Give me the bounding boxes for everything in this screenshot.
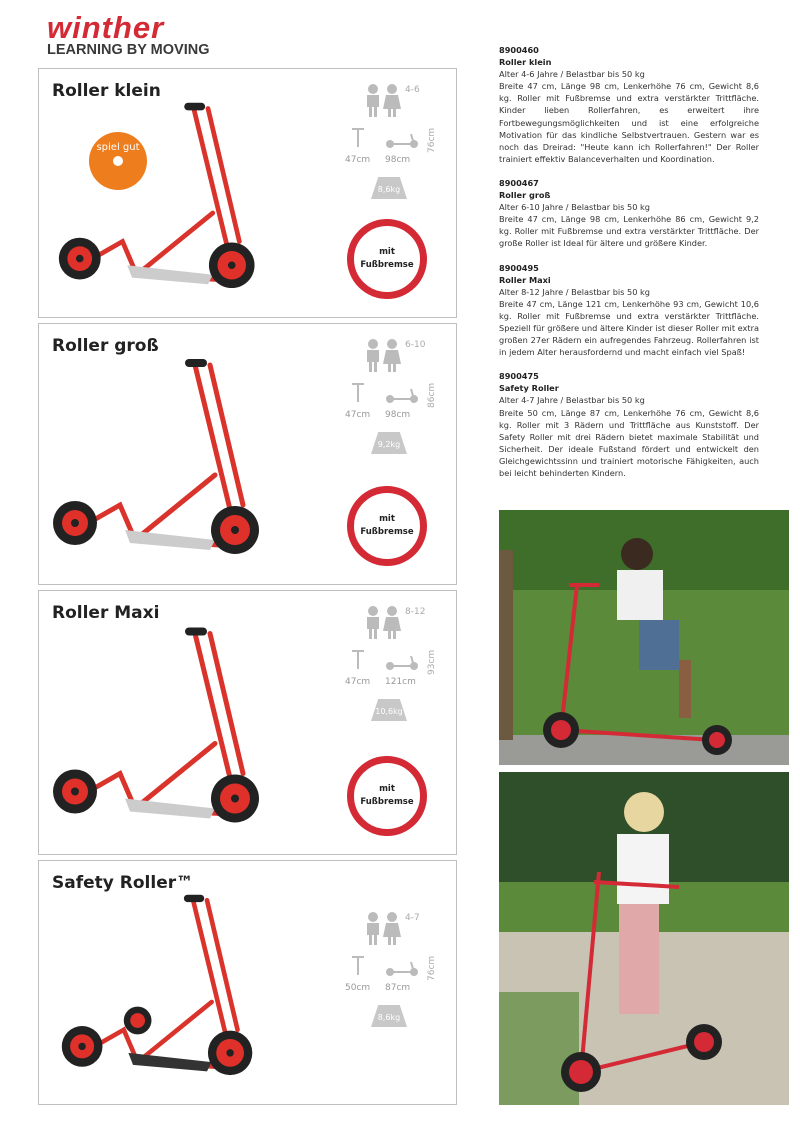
scooter-image xyxy=(58,102,255,289)
product-code: 8900475 xyxy=(499,371,539,382)
children-icon xyxy=(367,84,401,117)
brake-label-2: Fußbremse xyxy=(360,527,414,537)
length-value: 121cm xyxy=(385,677,416,687)
weight-icon: 10,6kg xyxy=(371,699,407,721)
product-code: 8900460 xyxy=(499,45,539,55)
product-panel: Roller Maxi 8-12 47cm 121cm 93cm 10,6kg … xyxy=(38,590,457,855)
product-name: Roller Maxi xyxy=(499,274,551,285)
weight-icon: 8,6kg xyxy=(371,1005,407,1027)
weight-icon: 8,6kg xyxy=(371,177,407,199)
spec-icons: 6-10 47cm 98cm 86cm 9,2kg xyxy=(339,338,449,468)
length-value: 98cm xyxy=(385,155,411,165)
product-panel: Roller groß 6-10 47cm 98cm 86cm 9,2kg mi… xyxy=(38,323,457,585)
product-panel: Roller klein spiel gut 4-6 47cm 98cm 76c… xyxy=(38,68,457,318)
age-range: 6-10 xyxy=(405,340,426,350)
photo-boy-on-scooter xyxy=(499,510,789,765)
length-value: 98cm xyxy=(385,410,411,420)
width-icon xyxy=(352,383,364,402)
product-text: Alter 4-6 Jahre / Belastbar bis 50 kg Br… xyxy=(499,69,759,164)
length-icon xyxy=(386,961,418,976)
children-icon xyxy=(367,606,401,639)
weight-value: 8,6kg xyxy=(377,1013,401,1022)
product-text: Alter 4-7 Jahre / Belastbar bis 50 kg Br… xyxy=(499,395,759,478)
height-value: 76cm xyxy=(427,127,437,153)
product-title: Roller groß xyxy=(52,336,159,356)
product-title: Roller klein xyxy=(52,81,161,101)
length-icon xyxy=(386,133,418,148)
logo-brand: winther xyxy=(47,10,165,45)
width-value: 47cm xyxy=(345,677,371,687)
weight-value: 8,6kg xyxy=(377,185,401,194)
product-name: Safety Roller xyxy=(499,383,559,394)
weight-icon: 9,2kg xyxy=(371,432,407,454)
product-code: 8900495 xyxy=(499,262,539,273)
length-icon xyxy=(386,655,418,670)
length-icon xyxy=(386,388,418,403)
brake-label-2: Fußbremse xyxy=(360,797,414,807)
children-icon xyxy=(367,339,401,372)
height-value: 86cm xyxy=(427,382,437,408)
weight-value: 10,6kg xyxy=(375,707,403,716)
width-icon xyxy=(352,650,364,669)
product-name: Roller groß xyxy=(499,190,551,201)
spiel-gut-badge: spiel gut xyxy=(89,132,147,190)
width-value: 50cm xyxy=(345,983,371,993)
scooter-image xyxy=(53,627,259,823)
height-value: 93cm xyxy=(427,649,437,675)
width-value: 47cm xyxy=(345,410,371,420)
product-name: Roller klein xyxy=(499,57,552,68)
spec-icons: 4-7 50cm 87cm 76cm 8,6kg xyxy=(339,911,449,1041)
children-icon xyxy=(367,912,401,945)
brake-label-2: Fußbremse xyxy=(360,260,414,270)
scooter-image xyxy=(61,894,253,1076)
product-code: 8900467 xyxy=(499,177,539,188)
age-range: 8-12 xyxy=(405,607,426,617)
width-icon xyxy=(352,956,364,975)
logo-tagline: LEARNING BY MOVING xyxy=(47,42,210,58)
width-icon xyxy=(352,128,364,147)
product-text: Alter 6-10 Jahre / Belastbar bis 50 kg B… xyxy=(499,202,759,249)
height-value: 76cm xyxy=(427,955,437,981)
product-text: Alter 8-12 Jahre / Belastbar bis 50 kg B… xyxy=(499,286,759,358)
photo-girl-on-scooter xyxy=(499,772,789,1105)
product-panel: Safety Roller™ 4-7 50cm 87cm 76cm 8,6kg xyxy=(38,860,457,1105)
length-value: 87cm xyxy=(385,983,411,993)
weight-value: 9,2kg xyxy=(377,440,401,449)
age-range: 4-7 xyxy=(405,913,420,923)
brake-label-1: mit xyxy=(379,514,395,524)
badge-text: spiel gut xyxy=(96,142,140,153)
product-title: Safety Roller™ xyxy=(52,873,194,893)
age-range: 4-6 xyxy=(405,85,420,95)
spec-icons: 8-12 47cm 121cm 93cm 10,6kg xyxy=(339,605,449,735)
brake-label-1: mit xyxy=(379,247,395,257)
brake-label-1: mit xyxy=(379,784,395,794)
scooter-image xyxy=(53,359,259,554)
spec-icons: 4-6 47cm 98cm 76cm 8,6kg xyxy=(339,83,449,213)
winther-logo: winther LEARNING BY MOVING xyxy=(47,10,210,58)
width-value: 47cm xyxy=(345,155,371,165)
product-title: Roller Maxi xyxy=(52,603,160,623)
